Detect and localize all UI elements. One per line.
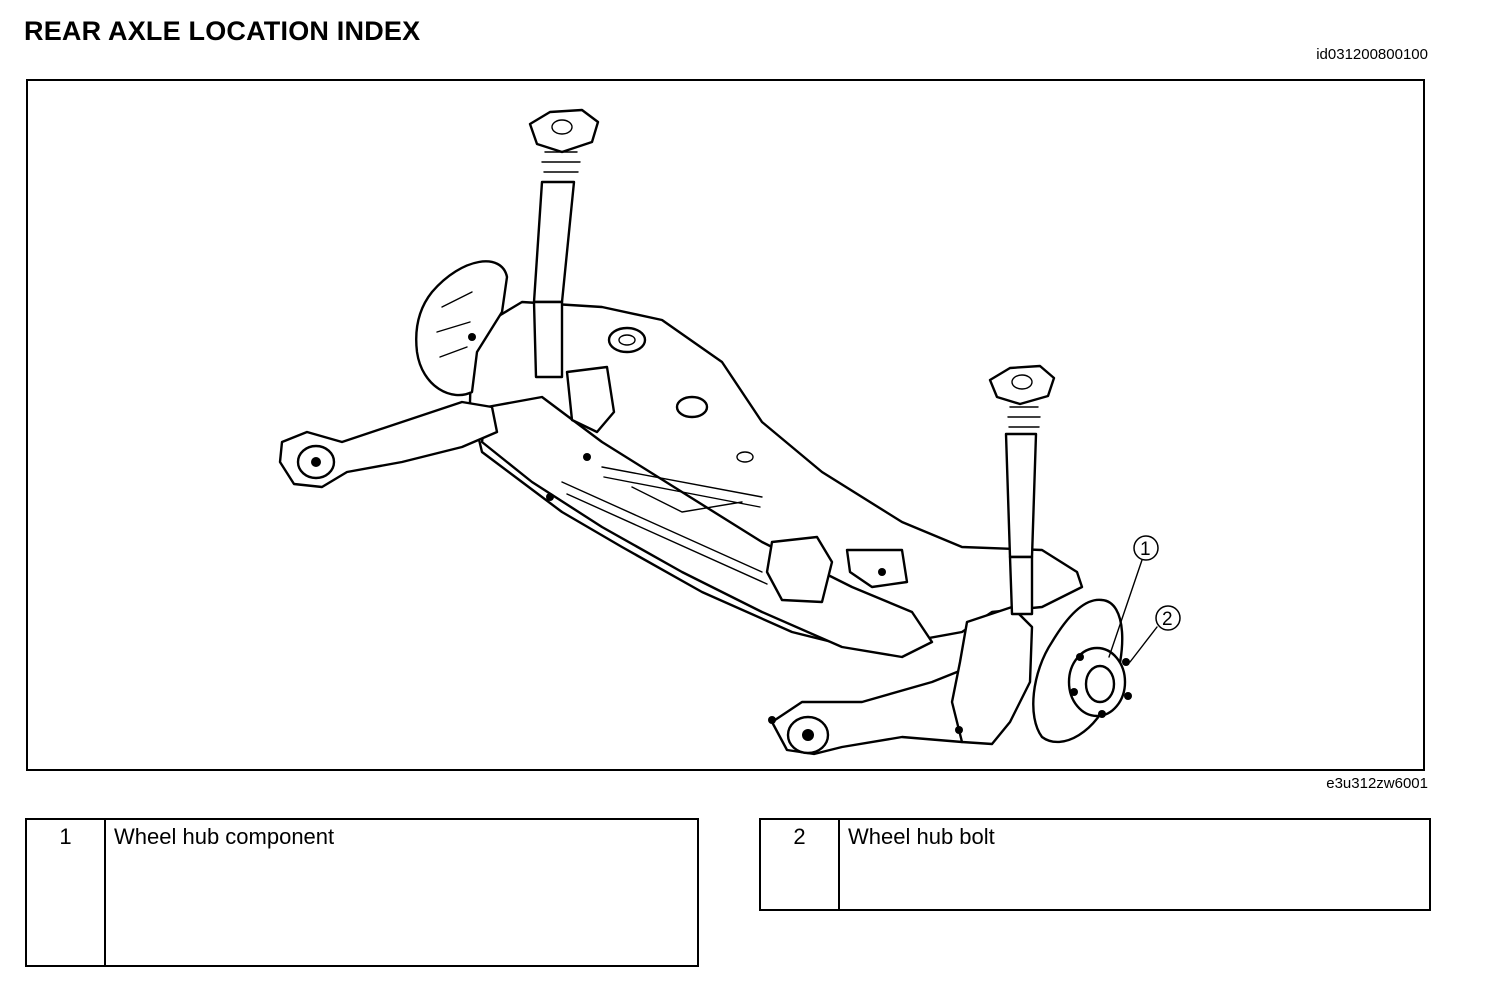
right-shock-spring [1007, 406, 1041, 428]
hub-bolt [1098, 710, 1106, 718]
callout-1-leader [1108, 559, 1143, 658]
link-arm [601, 466, 763, 513]
cross-rod [561, 481, 768, 585]
document-id: id031200800100 [1316, 46, 1428, 63]
right-shock-mount [988, 364, 1056, 406]
callout-2-circle [1155, 605, 1181, 631]
left-shock-spring [541, 151, 581, 173]
right-shock-lower [1008, 555, 1034, 616]
hub-bolt [1076, 653, 1084, 661]
left-shock-body [532, 180, 576, 304]
wheel-hub-center [1084, 664, 1116, 704]
mount-hole [675, 395, 709, 419]
figure-code: e3u312zw6001 [1326, 775, 1428, 792]
callout-2-leader [1129, 626, 1158, 663]
page-title: REAR AXLE LOCATION INDEX [24, 16, 421, 46]
top-mount-pad [607, 326, 647, 354]
center-bracket [765, 535, 834, 604]
legend-description: Wheel hub bolt [848, 824, 995, 849]
callout-1-circle [1133, 535, 1159, 561]
left-shock-mount [528, 108, 600, 154]
right-shock-body [1004, 432, 1038, 559]
hub-bolt [1070, 688, 1078, 696]
callout-2-label: 2 [1162, 609, 1173, 630]
legend-item: 1 Wheel hub component [25, 818, 699, 967]
legend-number: 2 [761, 820, 840, 909]
right-knuckle [950, 605, 1034, 746]
legend-description: Wheel hub component [114, 824, 335, 849]
legend-item: 2 Wheel hub bolt [759, 818, 1431, 911]
rear-axle-illustration: 1 2 [26, 79, 1425, 771]
mount-block [845, 548, 909, 589]
legend-number: 1 [27, 820, 106, 965]
hub-bolt [1124, 692, 1132, 700]
callout-1-label: 1 [1140, 539, 1151, 560]
left-backing-plate [415, 260, 509, 397]
rear-axle-drawing: 1 2 [278, 108, 1181, 756]
hub-bolt [1122, 658, 1130, 666]
upper-bracket [565, 365, 616, 434]
left-shock-lower [532, 300, 564, 379]
